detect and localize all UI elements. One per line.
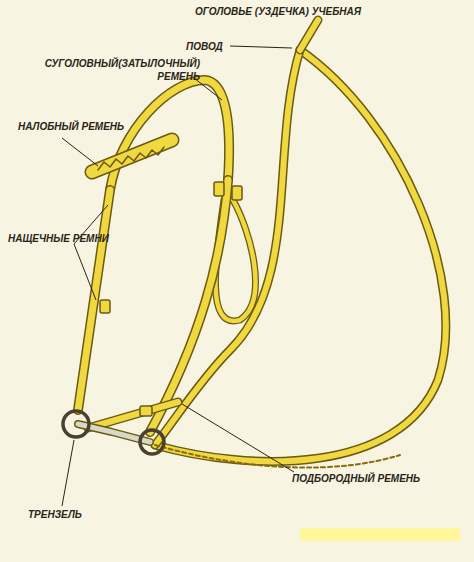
- diagram-title: ОГОЛОВЬЕ (УЗДЕЧКА) УЧЕБНАЯ: [195, 5, 361, 18]
- part-label: ПОВОД: [186, 40, 223, 53]
- part-label: ПОДБОРОДНЫЙ РЕМЕНЬ: [292, 472, 420, 485]
- bridle-straps: [63, 20, 446, 468]
- part-label: ТРЕНЗЕЛЬ: [28, 508, 82, 521]
- part-label: НАЛОБНЫЙ РЕМЕНЬ: [18, 120, 124, 133]
- buckles: [100, 182, 242, 416]
- part-label: СУГОЛОВНЫЙ(ЗАТЫЛОЧНЫЙ) РЕМЕНЬ: [4, 57, 200, 83]
- highlight-bar: [300, 528, 460, 541]
- part-label: НАЩЕЧНЫЕ РЕМНИ: [8, 232, 109, 245]
- leader-lines: [62, 46, 294, 506]
